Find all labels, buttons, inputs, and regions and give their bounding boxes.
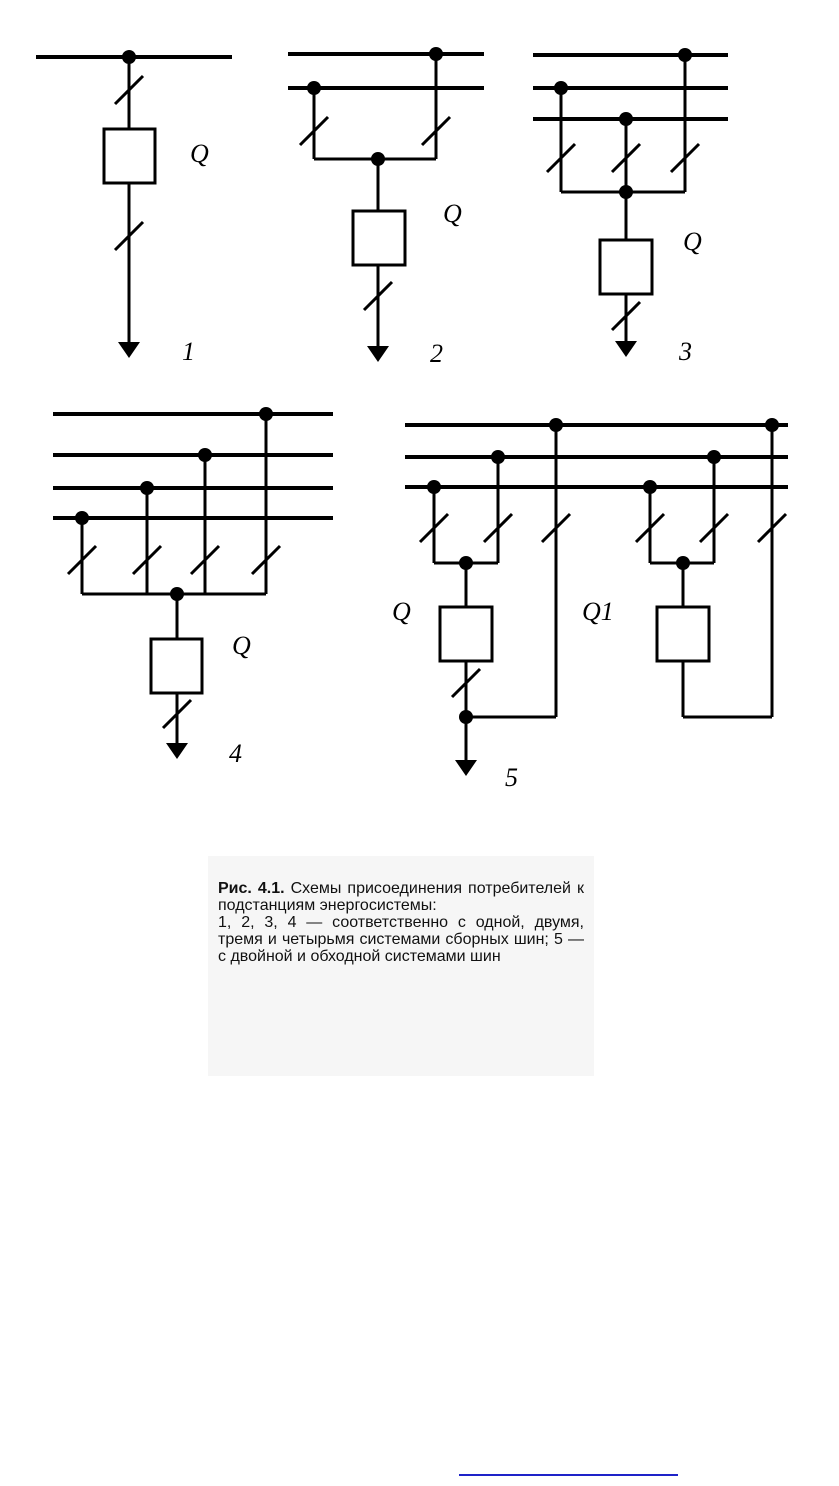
load-arrow bbox=[615, 341, 637, 357]
circuit-breaker bbox=[353, 211, 405, 265]
load-arrow bbox=[367, 346, 389, 362]
breaker-label: Q bbox=[232, 631, 251, 660]
circuit-breaker bbox=[440, 607, 492, 661]
load-arrow bbox=[455, 760, 477, 776]
scheme-1: Q 1 bbox=[36, 50, 232, 366]
figure-caption: Рис. 4.1. Схемы присоединения потребител… bbox=[208, 856, 594, 1076]
bypass-circuit-breaker bbox=[657, 607, 709, 661]
circuit-breaker bbox=[600, 240, 652, 294]
scheme-3: Q 3 bbox=[533, 48, 728, 366]
connection-schemes-diagram: Q 1 Q 2 bbox=[0, 0, 839, 820]
scheme-2: Q 2 bbox=[288, 47, 484, 368]
caption-legend: 1, 2, 3, 4 — соответственно с одной, дву… bbox=[218, 914, 584, 965]
footer-link-underline[interactable] bbox=[459, 1474, 678, 1476]
scheme-number: 1 bbox=[182, 337, 195, 366]
scheme-number: 2 bbox=[430, 339, 443, 368]
circuit-breaker bbox=[104, 129, 155, 183]
load-arrow bbox=[118, 342, 140, 358]
breaker-label: Q bbox=[683, 227, 702, 256]
scheme-number: 3 bbox=[678, 337, 692, 366]
breaker-label: Q bbox=[190, 139, 209, 168]
scheme-4: Q 4 bbox=[53, 407, 333, 768]
breaker-label: Q bbox=[392, 597, 411, 626]
scheme-5: Q Q1 5 bbox=[392, 418, 788, 792]
figure-label: Рис. 4.1. bbox=[218, 880, 285, 897]
scheme-number: 4 bbox=[229, 739, 242, 768]
breaker-label: Q bbox=[443, 199, 462, 228]
scheme-number: 5 bbox=[505, 763, 518, 792]
bypass-breaker-label: Q1 bbox=[582, 597, 614, 626]
circuit-breaker bbox=[151, 639, 202, 693]
load-arrow bbox=[166, 743, 188, 759]
